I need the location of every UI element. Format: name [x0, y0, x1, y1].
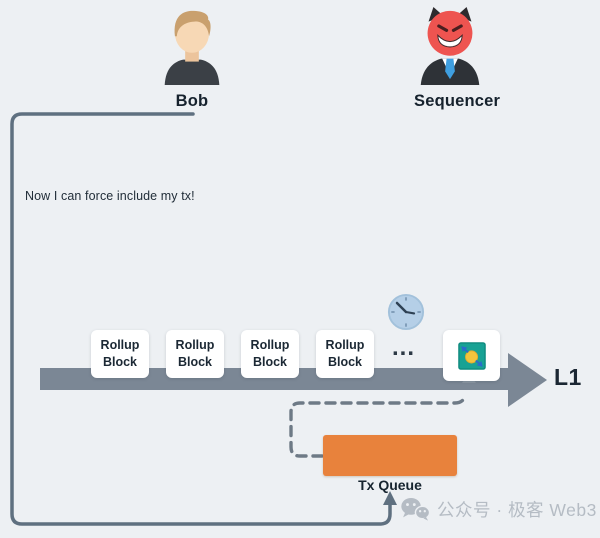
rollup-block-4: Rollup Block — [316, 330, 374, 378]
rollup-block-1: Rollup Block — [91, 330, 149, 378]
chain-ellipsis: ... — [392, 334, 416, 361]
tx-queue-label: Tx Queue — [358, 477, 422, 493]
bob-avatar — [164, 10, 220, 85]
clock-icon — [387, 293, 425, 331]
wechat-icon — [401, 497, 430, 521]
l1-arrow — [40, 353, 547, 407]
speech-text: Now I can force include my tx! — [25, 189, 195, 203]
forced-transaction-icon — [457, 341, 486, 370]
rollup-block-3: Rollup Block — [241, 330, 299, 378]
bob-to-queue-arrow — [10, 112, 397, 526]
tx-queue-box — [323, 435, 457, 476]
rollup-block-2: Rollup Block — [166, 330, 224, 378]
devil-avatar — [420, 6, 480, 85]
actor-bob: Bob — [156, 5, 228, 111]
watermark-text: 公众号 · 极客 Web3 — [437, 499, 597, 520]
rollup-block-label: Rollup Block — [175, 338, 215, 369]
forced-tx-block — [443, 330, 500, 381]
watermark: 公众号 · 极客 Web3 — [400, 496, 597, 522]
queue-to-block-dashed-arrow — [289, 394, 467, 458]
bob-label: Bob — [175, 92, 209, 110]
rollup-block-label: Rollup Block — [100, 338, 140, 369]
sequencer-label: Sequencer — [414, 92, 501, 110]
rollup-block-label: Rollup Block — [325, 338, 365, 369]
rollup-block-label: Rollup Block — [250, 338, 290, 369]
l1-label: L1 — [554, 364, 582, 390]
actor-sequencer: Sequencer — [414, 5, 501, 111]
